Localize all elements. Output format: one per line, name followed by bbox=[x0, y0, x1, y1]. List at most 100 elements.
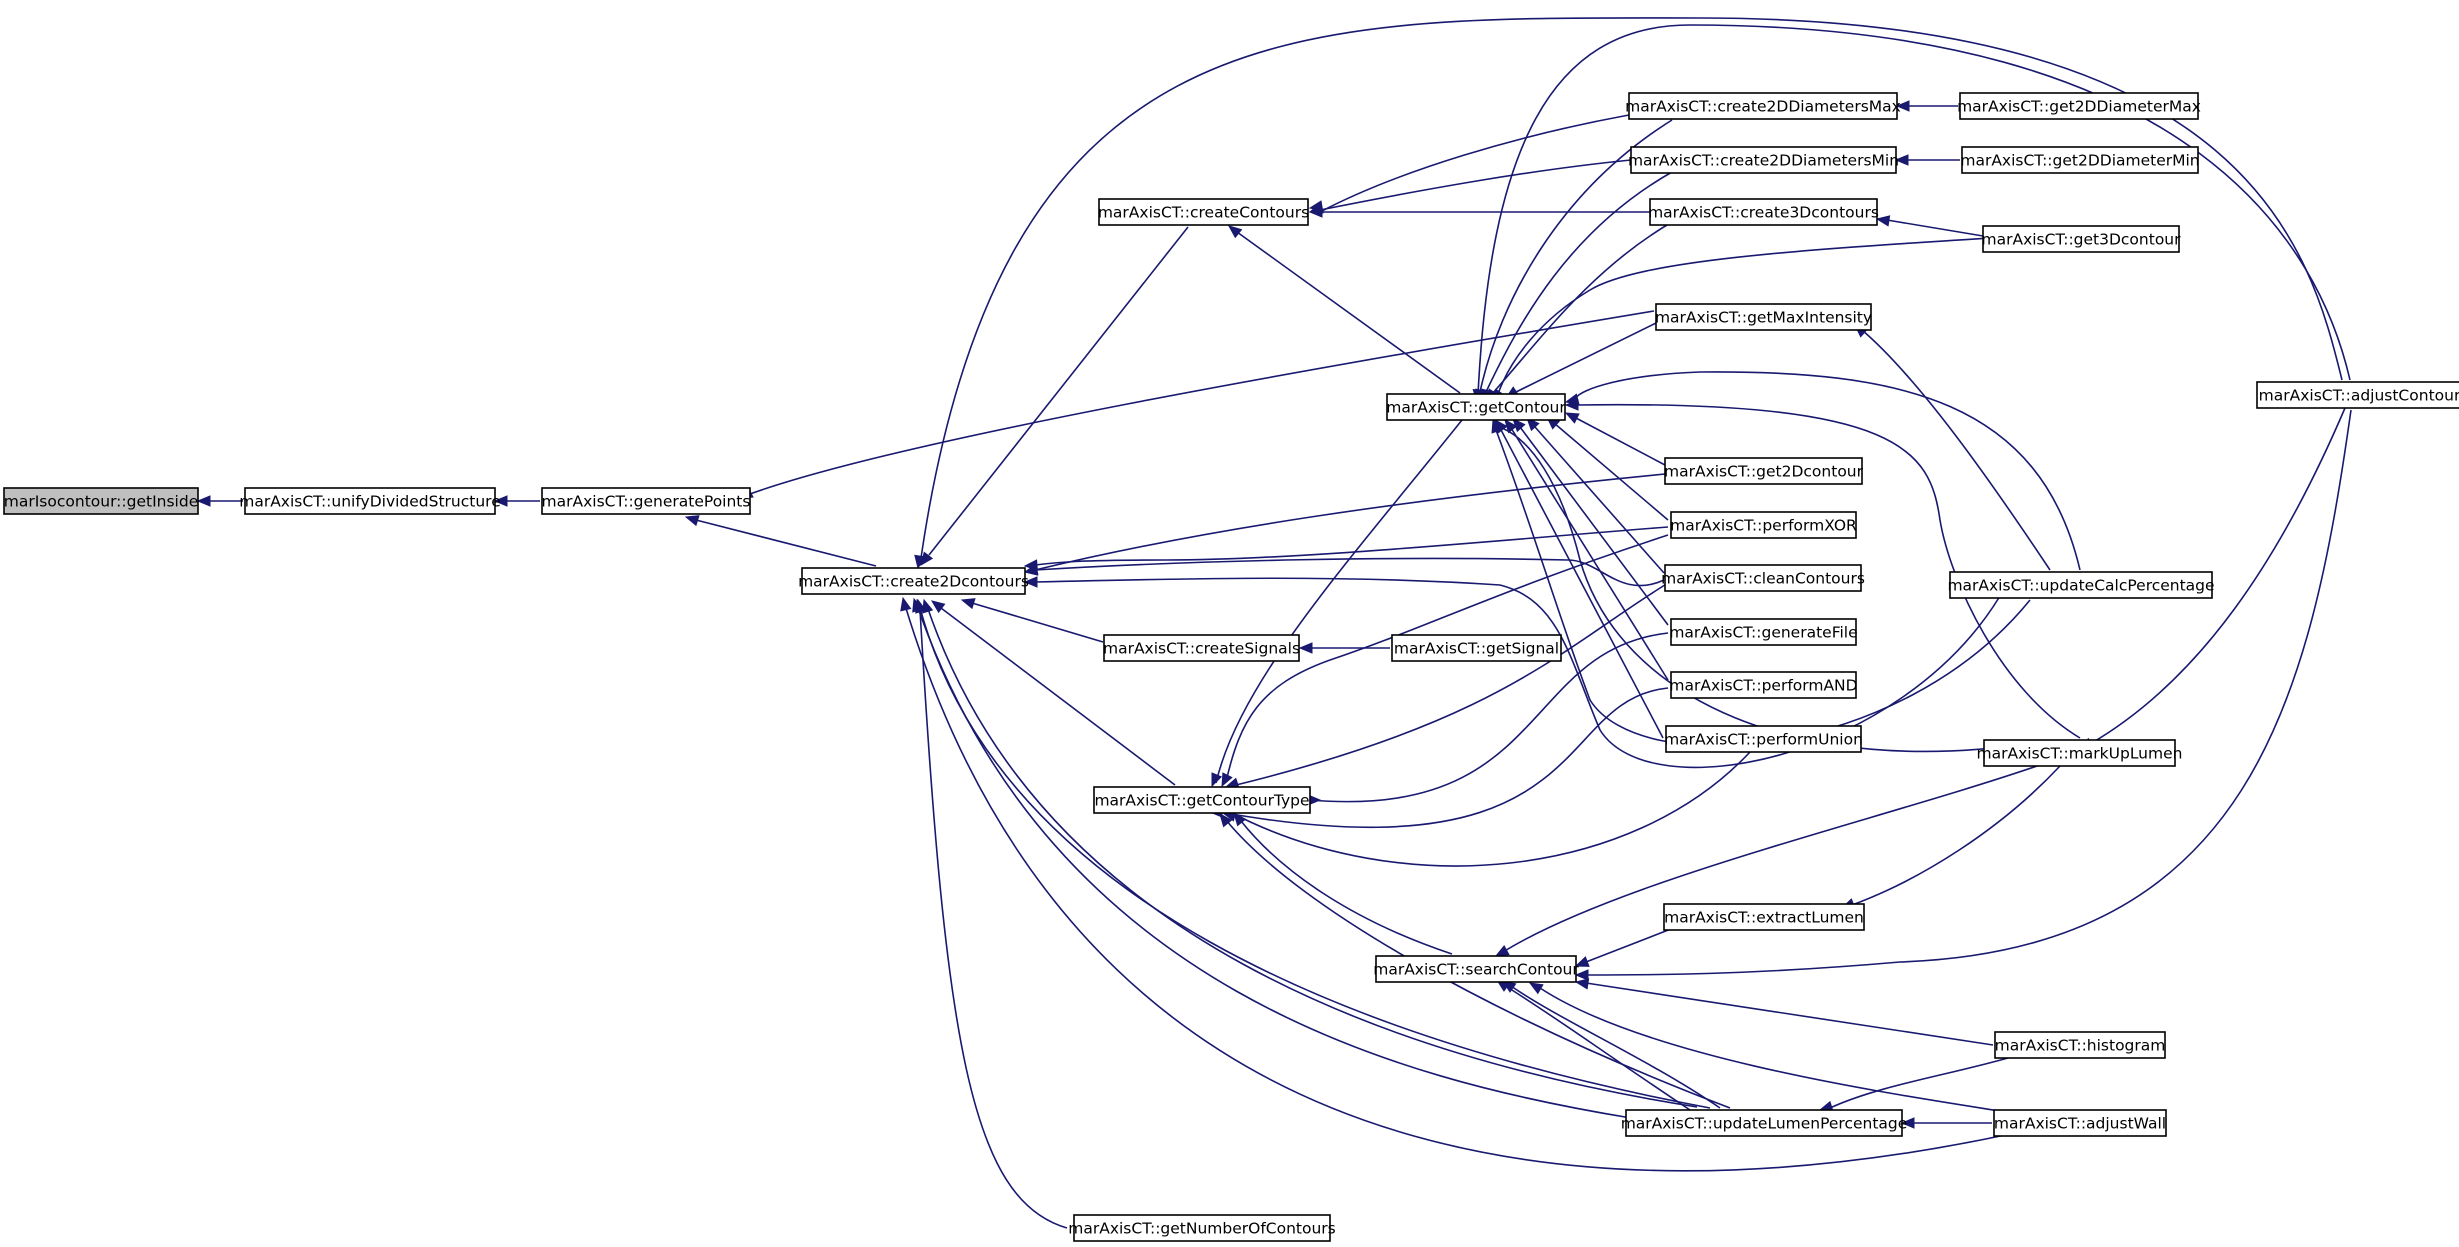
node-label: marAxisCT::create3Dcontours bbox=[1648, 204, 1879, 222]
node-cleanContours[interactable]: marAxisCT::cleanContours bbox=[1661, 564, 1865, 592]
node-label: marAxisCT::histogram bbox=[1995, 1037, 2166, 1055]
call-edge-adjustWall-to-c2d bbox=[904, 604, 2011, 1172]
node-box bbox=[1103, 634, 1300, 662]
node-label: marAxisCT::getSignal bbox=[1394, 640, 1559, 658]
call-edge-c2d-to-genPoints bbox=[695, 519, 877, 567]
arrowhead bbox=[1023, 576, 1038, 588]
node-box bbox=[1959, 92, 2199, 120]
call-edge-getContour-to-getContourType bbox=[1215, 419, 1463, 784]
call-edge-adjustContour-to-markUpLumen bbox=[2089, 407, 2346, 745]
node-generateFile[interactable]: marAxisCT::generateFile bbox=[1669, 618, 1858, 646]
node-box bbox=[1983, 739, 2176, 767]
node-box bbox=[1655, 303, 1872, 331]
node-label: marAxisCT::createContours bbox=[1098, 204, 1309, 222]
node-get2DMax[interactable]: marAxisCT::get2DDiameterMax bbox=[1957, 92, 2201, 120]
node-createSignals[interactable]: marAxisCT::createSignals bbox=[1103, 634, 1300, 662]
node-createContours[interactable]: marAxisCT::createContours bbox=[1098, 198, 1309, 226]
node-box bbox=[1665, 725, 1862, 753]
node-label: marAxisCT::get2Dcontour bbox=[1664, 463, 1864, 481]
node-label: marAxisCT::unifyDividedStructure bbox=[239, 493, 501, 511]
node-c2d[interactable]: marAxisCT::create2Dcontours bbox=[798, 567, 1029, 595]
node-performUnion[interactable]: marAxisCT::performUnion bbox=[1664, 725, 1863, 753]
node-extractLumen[interactable]: marAxisCT::extractLumen bbox=[1663, 903, 1865, 931]
node-c2dMin[interactable]: marAxisCT::create2DDiametersMin bbox=[1628, 146, 1899, 174]
node-markUpLumen[interactable]: marAxisCT::markUpLumen bbox=[1977, 739, 2183, 767]
arrowhead bbox=[960, 598, 976, 610]
node-updateCalc[interactable]: marAxisCT::updateCalcPercentage bbox=[1947, 571, 2215, 599]
call-edge-markUpLumen-to-extractLumen bbox=[1851, 765, 2061, 906]
arrowhead bbox=[1023, 564, 1039, 576]
node-box bbox=[1649, 198, 1878, 226]
node-getMaxInt[interactable]: marAxisCT::getMaxIntensity bbox=[1655, 303, 1872, 331]
node-label: marAxisCT::get2DDiameterMin bbox=[1960, 152, 2199, 170]
call-edge-adjustWall-to-searchContour bbox=[1539, 987, 2013, 1114]
node-performAND[interactable]: marAxisCT::performAND bbox=[1669, 671, 1858, 699]
node-unify[interactable]: marAxisCT::unifyDividedStructure bbox=[239, 487, 501, 515]
call-edge-updateLumen-to-c2d bbox=[926, 605, 1698, 1108]
arrowhead bbox=[1494, 944, 1510, 957]
arrowhead bbox=[1491, 418, 1503, 434]
node-box bbox=[1073, 1214, 1331, 1242]
call-edge-performXOR-to-getContour bbox=[1553, 422, 1669, 521]
node-label: marAxisCT::updateLumenPercentage bbox=[1621, 1115, 1908, 1133]
node-box bbox=[541, 487, 751, 515]
call-edge-getContourType-to-c2d bbox=[940, 607, 1176, 786]
node-c2dMax[interactable]: marAxisCT::create2DDiametersMax bbox=[1625, 92, 1901, 120]
node-searchContour[interactable]: marAxisCT::searchContour bbox=[1373, 955, 1579, 983]
arrowhead bbox=[1211, 772, 1223, 788]
node-label: marAxisCT::searchContour bbox=[1373, 961, 1579, 979]
node-histogram[interactable]: marAxisCT::histogram bbox=[1994, 1031, 2166, 1059]
node-get2DMin[interactable]: marAxisCT::get2DDiameterMin bbox=[1960, 146, 2200, 174]
node-box bbox=[1630, 146, 1897, 174]
call-edge-performAND-to-getContourType bbox=[1219, 687, 1669, 829]
call-edge-performUnion-to-getContour bbox=[1499, 427, 1664, 739]
node-box bbox=[1993, 1109, 2167, 1137]
arrowhead bbox=[1564, 399, 1579, 411]
node-adjustContour[interactable]: marAxisCT::adjustContour bbox=[2256, 381, 2459, 409]
node-box bbox=[1098, 198, 1309, 226]
node-getNumberOfContours[interactable]: marAxisCT::getNumberOfContours bbox=[1068, 1214, 1336, 1242]
call-edge-cleanContours-to-getContour bbox=[1534, 426, 1665, 574]
call-edge-adjustContour-to-searchContour bbox=[1585, 409, 2352, 976]
node-adjustWall[interactable]: marAxisCT::adjustWall bbox=[1993, 1109, 2167, 1137]
call-edge-performUnion-to-getContourType bbox=[1231, 751, 1751, 867]
call-edge-histogram-to-updateLumen bbox=[1829, 1055, 2016, 1109]
call-edge-performXOR-to-getContourType bbox=[1225, 534, 1669, 783]
node-genPoints[interactable]: marAxisCT::generatePoints bbox=[541, 487, 751, 515]
call-edge-get2Dcontour-to-c2d bbox=[1034, 473, 1666, 571]
node-box bbox=[1670, 511, 1857, 539]
call-edge-histogram-to-searchContour bbox=[1585, 982, 1994, 1046]
node-label: marAxisCT::createSignals bbox=[1103, 640, 1300, 658]
node-box bbox=[1982, 225, 2180, 253]
node-box bbox=[1628, 92, 1898, 120]
call-nodes: marIsocontour::getInside marAxisCT::unify… bbox=[3, 92, 2459, 1242]
node-box bbox=[1949, 571, 2213, 599]
node-getContourType[interactable]: marAxisCT::getContourType bbox=[1093, 786, 1311, 814]
call-edge-generateFile-to-getContourType bbox=[1309, 632, 1669, 803]
node-getSignal[interactable]: marAxisCT::getSignal bbox=[1391, 634, 1562, 662]
arrowhead bbox=[900, 596, 912, 612]
call-edge-updateLumen-to-searchContour bbox=[1510, 985, 1721, 1109]
node-box bbox=[1670, 671, 1857, 699]
node-box bbox=[1625, 1109, 1903, 1137]
node-getInside[interactable]: marIsocontour::getInside bbox=[3, 487, 199, 515]
node-get3Dcontour[interactable]: marAxisCT::get3Dcontour bbox=[1982, 225, 2182, 253]
arrowhead bbox=[1895, 100, 1910, 112]
node-get2Dcontour[interactable]: marAxisCT::get2Dcontour bbox=[1664, 457, 1864, 485]
node-getContour[interactable]: marAxisCT::getContour bbox=[1386, 393, 1566, 421]
call-edge-generateFile-to-getContour bbox=[1519, 426, 1669, 626]
arrowhead bbox=[1894, 154, 1909, 166]
call-edge-updateLumen-to-c2d bbox=[916, 604, 1632, 1119]
node-c3d[interactable]: marAxisCT::create3Dcontours bbox=[1648, 198, 1879, 226]
call-edge-updateLumen-to-searchContour bbox=[1503, 984, 1691, 1111]
node-updateLumen[interactable]: marAxisCT::updateLumenPercentage bbox=[1621, 1109, 1908, 1137]
call-edge-get3Dcontour-to-getContour bbox=[1497, 237, 1991, 395]
node-label: marAxisCT::performUnion bbox=[1664, 731, 1863, 749]
call-edge-markUpLumen-to-getContour bbox=[1575, 403, 2081, 739]
arrowhead bbox=[1875, 215, 1891, 227]
node-label: marAxisCT::performAND bbox=[1669, 677, 1857, 695]
node-label: marAxisCT::updateCalcPercentage bbox=[1947, 577, 2214, 595]
node-performXOR[interactable]: marAxisCT::performXOR bbox=[1670, 511, 1857, 539]
node-label: marAxisCT::generatePoints bbox=[542, 493, 751, 511]
